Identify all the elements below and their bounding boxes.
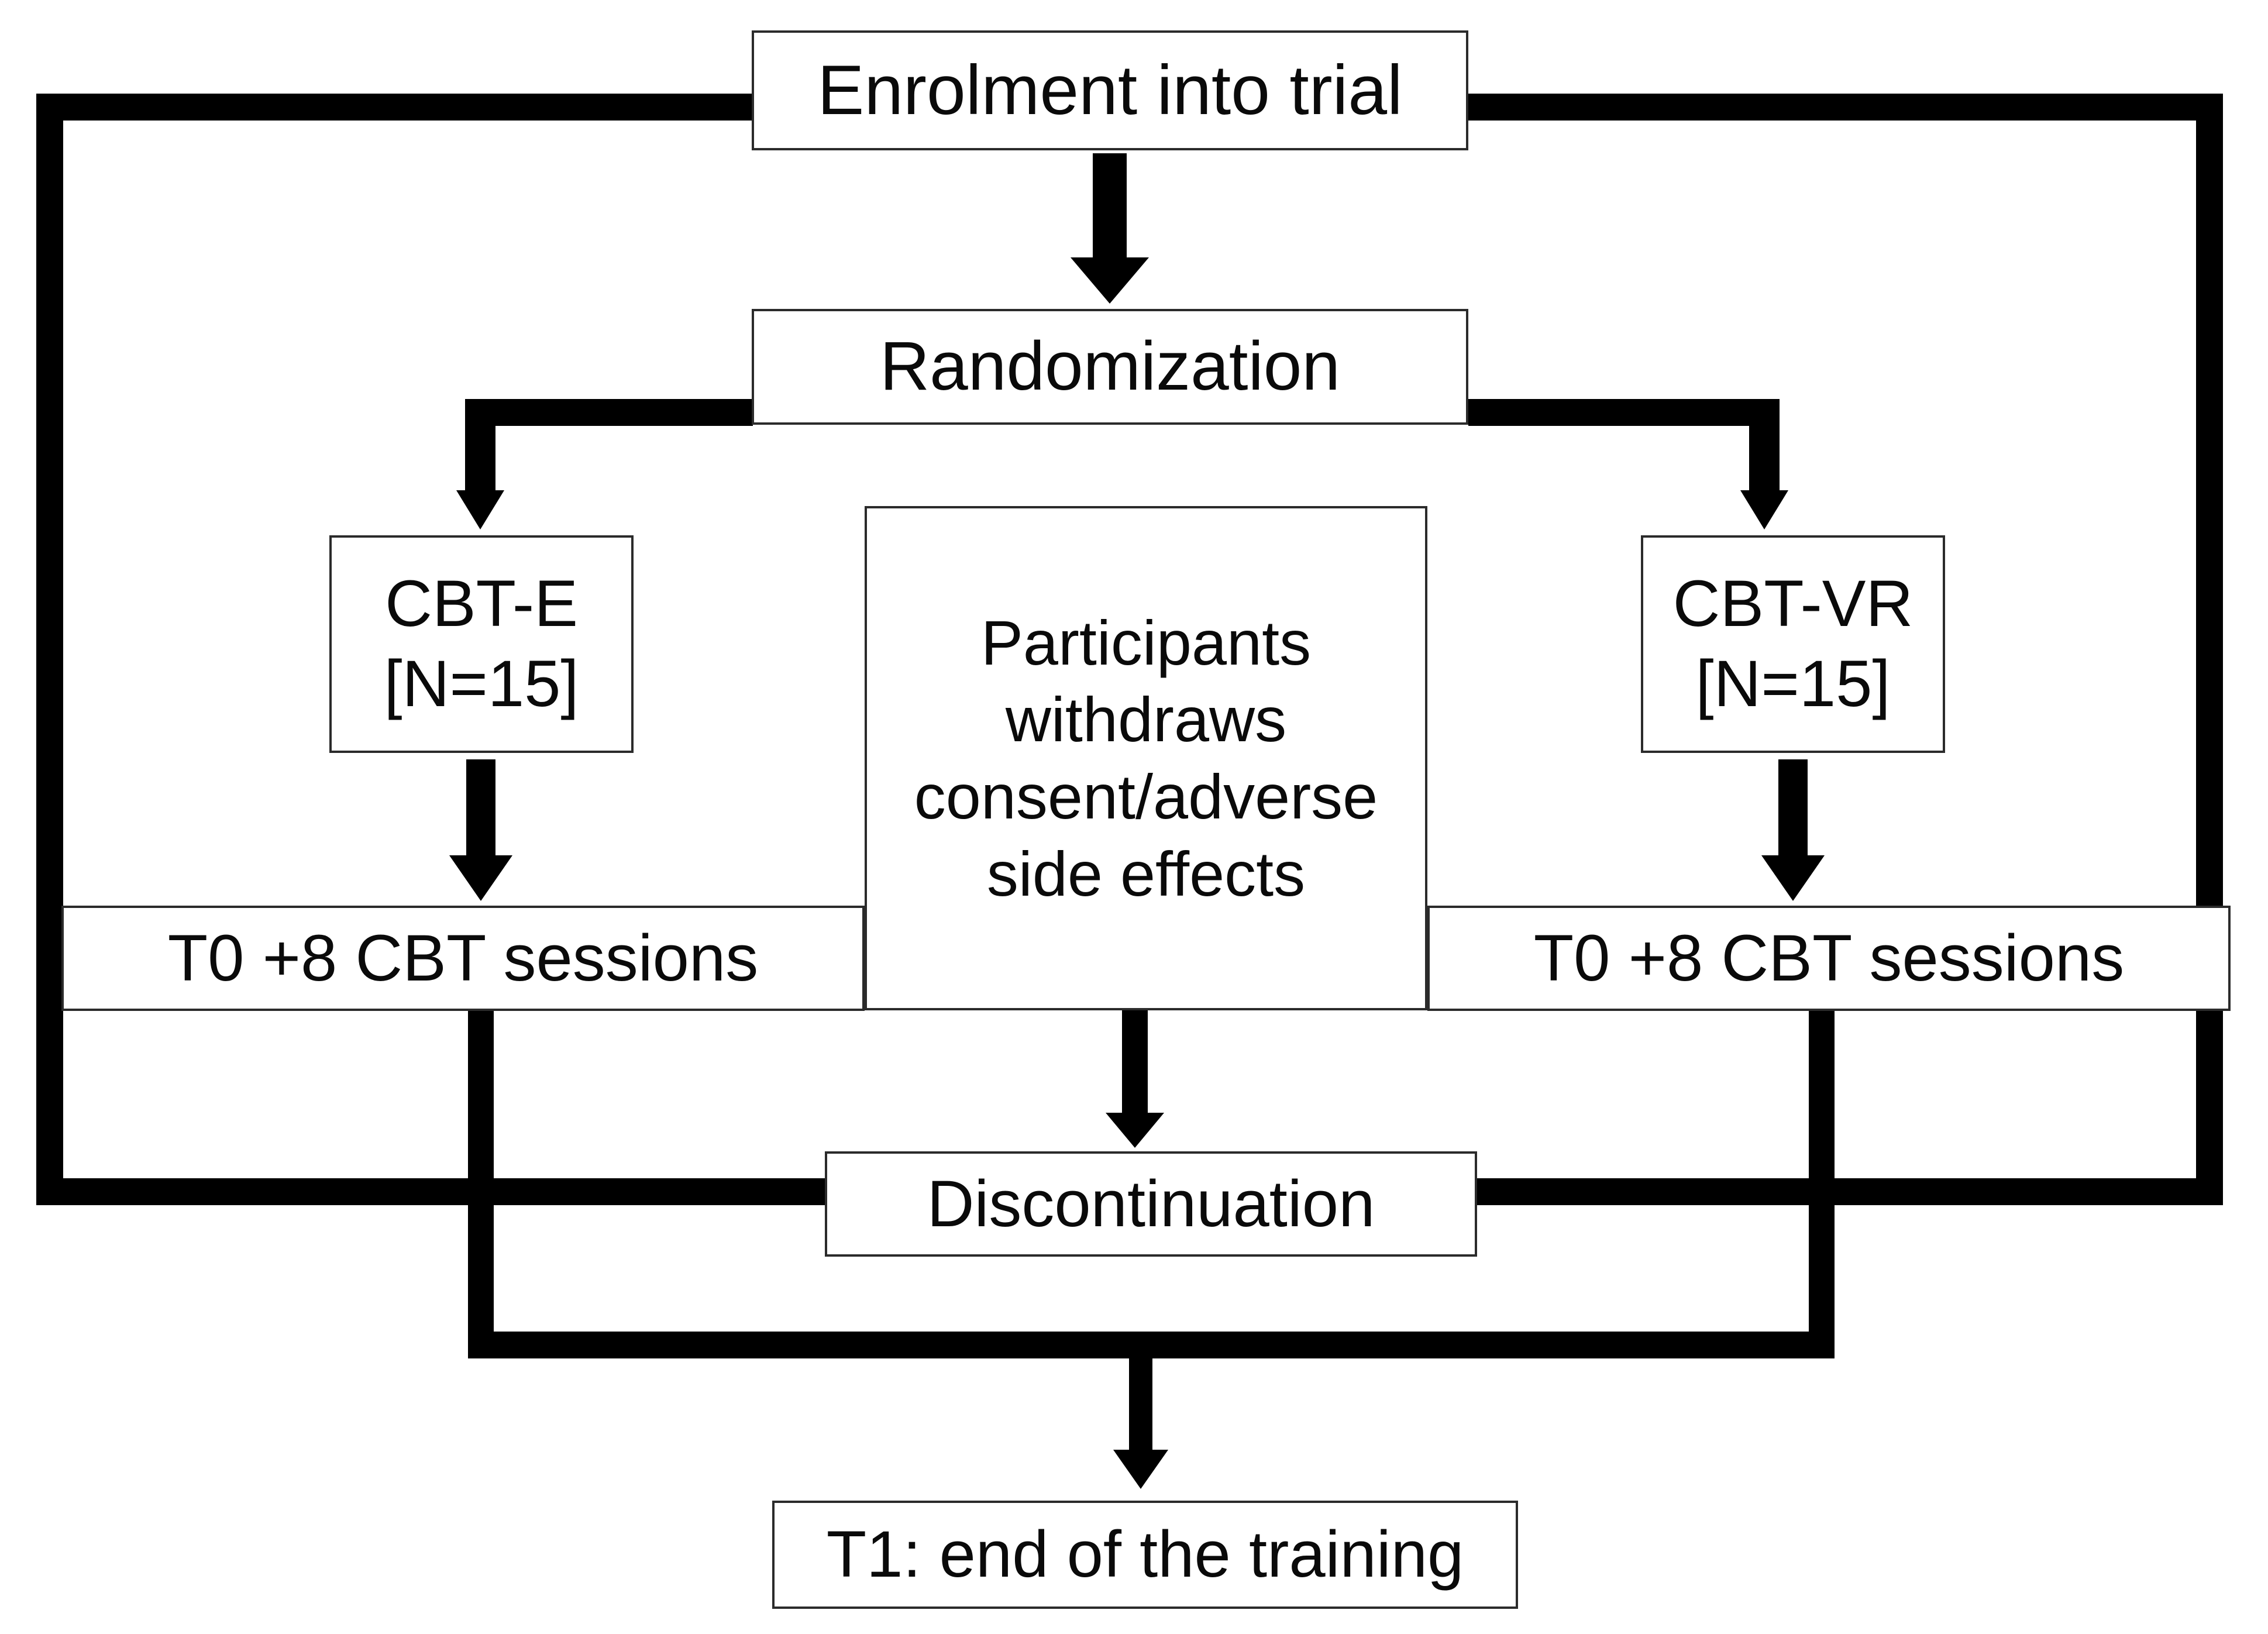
node-t0-sessions-right: T0 +8 CBT sessions bbox=[1427, 906, 2231, 1011]
node-cbt-vr-label: CBT-VR [N=15] bbox=[1672, 567, 1913, 720]
node-randomization: Randomization bbox=[752, 309, 1468, 425]
arrow-enrolment-to-randomization bbox=[1071, 153, 1149, 304]
node-t0-sessions-left-label: T0 +8 CBT sessions bbox=[167, 921, 759, 995]
arrow-cbte-to-t0-left bbox=[449, 759, 512, 901]
arrow-randomization-to-cbte bbox=[456, 399, 753, 529]
node-participant-withdrawal: Participants withdraws consent/adverse s… bbox=[865, 506, 1427, 1010]
node-discontinuation: Discontinuation bbox=[825, 1151, 1477, 1257]
node-t1-end-of-training: T1: end of the training bbox=[772, 1501, 1518, 1609]
node-randomization-label: Randomization bbox=[879, 328, 1341, 405]
arrow-bottom-junction-to-t1 bbox=[1113, 1358, 1168, 1489]
node-t0-sessions-right-label: T0 +8 CBT sessions bbox=[1533, 921, 2125, 995]
node-participant-withdrawal-label: Participants withdraws consent/adverse s… bbox=[914, 607, 1378, 909]
node-cbt-e-label: CBT-E [N=15] bbox=[384, 567, 579, 720]
node-enrolment-into-trial: Enrolment into trial bbox=[752, 30, 1468, 150]
node-cbt-vr: CBT-VR [N=15] bbox=[1641, 535, 1945, 753]
node-discontinuation-label: Discontinuation bbox=[927, 1167, 1375, 1240]
arrow-cbtvr-to-t0-right bbox=[1761, 759, 1825, 901]
node-cbt-e: CBT-E [N=15] bbox=[329, 535, 634, 753]
node-enrolment-label: Enrolment into trial bbox=[817, 51, 1403, 130]
node-t1-end-of-training-label: T1: end of the training bbox=[826, 1518, 1464, 1591]
node-t0-sessions-left: T0 +8 CBT sessions bbox=[61, 906, 865, 1011]
arrow-randomization-to-cbtvr bbox=[1468, 399, 1788, 529]
